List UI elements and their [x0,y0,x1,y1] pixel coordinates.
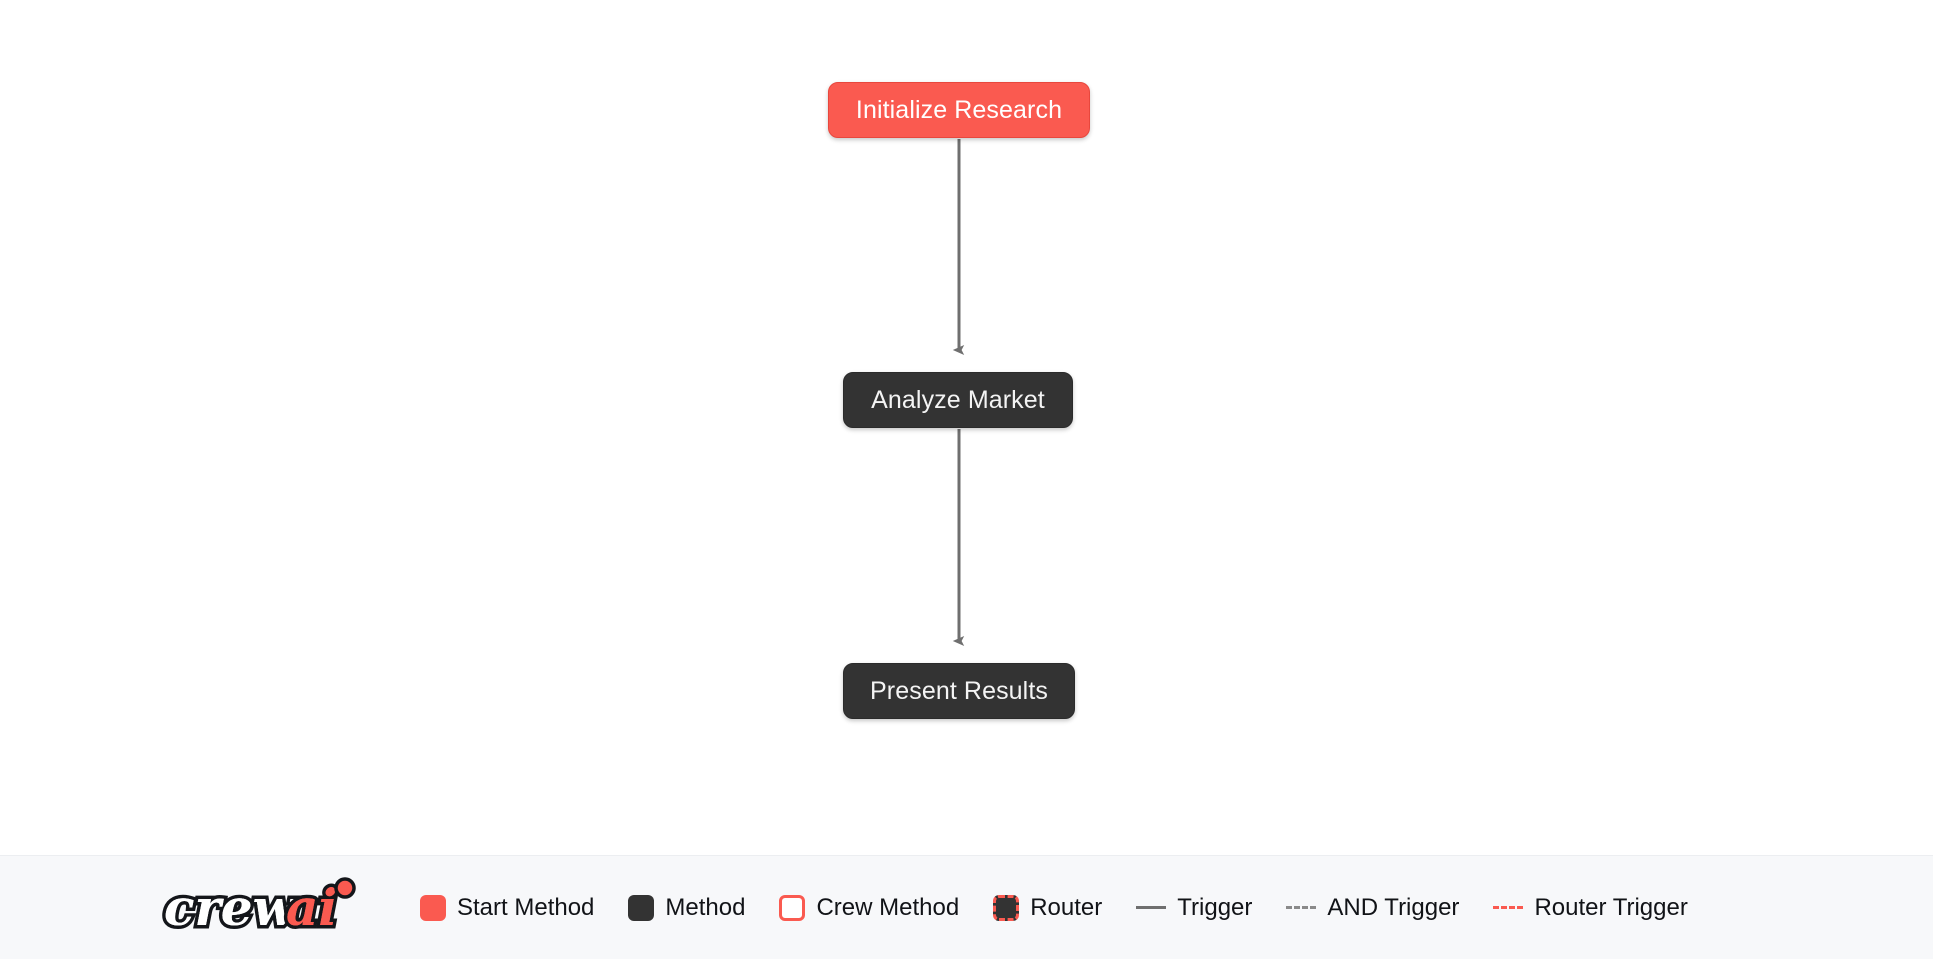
flow-node-label: Initialize Research [855,95,1063,124]
flow-node-initialize-research[interactable]: Initialize Research [828,82,1090,138]
legend-item-label: Crew Method [816,893,960,921]
flow-node-label: Analyze Market [871,385,1045,414]
flow-node-present-results[interactable]: Present Results [843,663,1075,719]
legend-items: Start Method Method Crew Method Router T… [420,894,1688,922]
crewai-logo-base-fill: crew [164,878,298,937]
start-method-swatch-icon [420,894,446,921]
flow-canvas[interactable]: Initialize Research Analyze Market Prese… [0,0,1933,855]
legend-item-and-trigger[interactable]: AND Trigger [1286,894,1459,922]
router-trigger-line-icon [1493,906,1524,909]
legend-item-method[interactable]: Method [628,894,745,922]
legend-item-router[interactable]: Router [993,894,1102,922]
legend-item-label: Start Method [457,893,595,921]
crewai-logo: crew crew ai ai [160,875,376,940]
trigger-line-icon [1136,906,1167,909]
crew-method-swatch-icon [779,894,806,921]
crewai-logo-accent-text: ai [286,878,337,937]
and-trigger-line-icon [1286,906,1317,909]
legend-item-router-trigger[interactable]: Router Trigger [1493,893,1688,922]
legend-item-trigger[interactable]: Trigger [1136,894,1252,922]
legend-item-label: Router [1030,893,1103,921]
legend-item-label: AND Trigger [1327,893,1460,921]
legend-item-label: Router Trigger [1534,893,1688,921]
crewai-logo-dot [334,876,356,899]
crewai-logo-base-text: crew [164,878,298,937]
crewai-logo-accent-fill: ai [286,878,337,937]
legend-item-start-method[interactable]: Start Method [420,894,594,922]
legend-item-label: Trigger [1177,893,1253,921]
flow-node-analyze-market[interactable]: Analyze Market [843,372,1073,428]
method-swatch-icon [628,894,655,921]
crewai-logo-icon: crew crew ai ai [161,875,356,940]
legend-bar: crew crew ai ai Start Method Method Crew… [0,855,1933,959]
legend-item-crew-method[interactable]: Crew Method [779,894,959,922]
router-swatch-icon [993,894,1020,921]
flow-node-label: Present Results [870,676,1048,705]
legend-item-label: Method [665,893,746,921]
